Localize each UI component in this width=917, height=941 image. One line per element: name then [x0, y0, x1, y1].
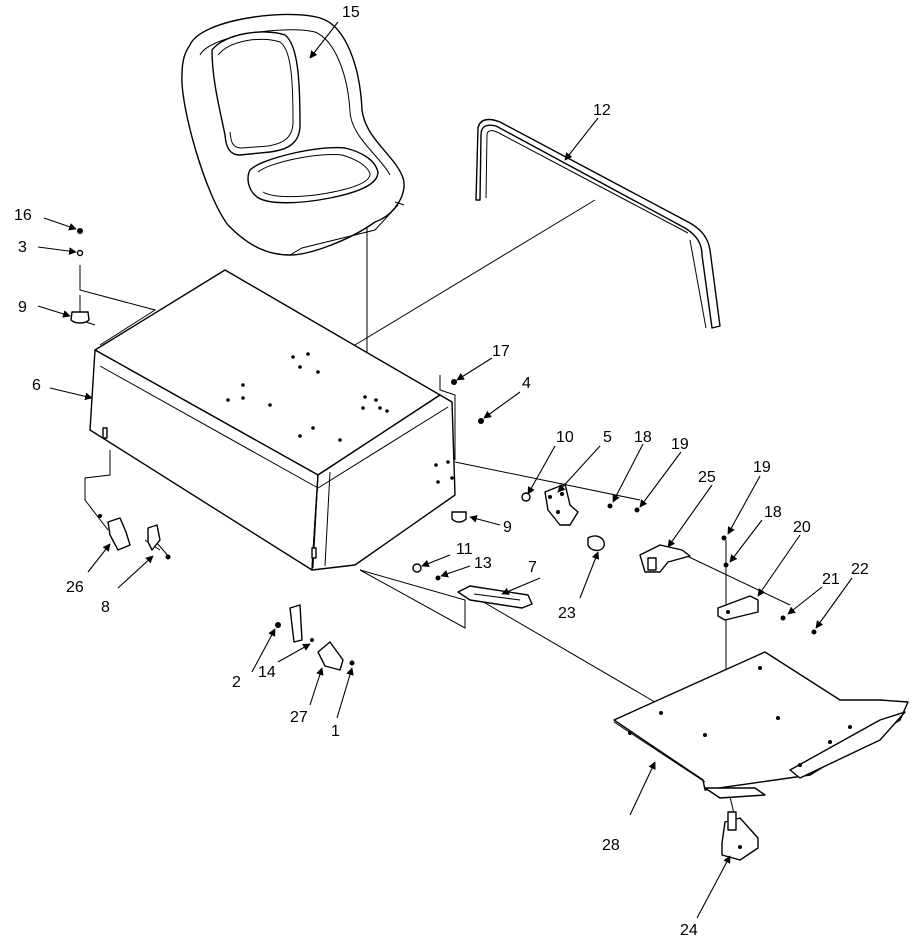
callout-21: 21	[822, 571, 840, 588]
latch-26	[98, 514, 171, 560]
callout-13: 13	[474, 555, 492, 572]
callout-25: 25	[698, 469, 716, 486]
hinge-5	[521, 483, 640, 552]
callout-28: 28	[602, 837, 620, 854]
callout-7: 7	[528, 559, 537, 576]
callout-4: 4	[522, 375, 531, 392]
callout-19: 19	[671, 436, 689, 453]
callout-labels: 15 12 16 3 9 6 17 4 10 5 18 19 25 19 18 …	[14, 4, 869, 939]
callout-14: 14	[258, 664, 276, 681]
callout-24: 24	[680, 922, 698, 939]
callout-1: 1	[331, 723, 340, 740]
callout-27: 27	[290, 709, 308, 726]
latch-25	[639, 535, 817, 635]
callout-9b: 9	[503, 519, 512, 536]
callout-8: 8	[101, 599, 110, 616]
seat-box	[89, 269, 456, 571]
cover-rail	[475, 118, 721, 329]
callout-19b: 19	[753, 459, 771, 476]
leader-lines	[37, 21, 853, 919]
callout-3: 3	[18, 239, 27, 256]
callout-18: 18	[634, 429, 652, 446]
callout-22: 22	[851, 561, 869, 578]
callout-10: 10	[556, 429, 574, 446]
callout-23: 23	[558, 605, 576, 622]
callout-12: 12	[593, 102, 611, 119]
callout-5: 5	[603, 429, 612, 446]
callout-18b: 18	[764, 504, 782, 521]
callout-11: 11	[456, 541, 473, 558]
callout-9: 9	[18, 299, 27, 316]
callout-2: 2	[232, 674, 241, 691]
latch-27	[275, 604, 355, 671]
floor-plate	[613, 651, 909, 799]
callout-17: 17	[492, 343, 510, 360]
callout-20: 20	[793, 519, 811, 536]
callout-26: 26	[66, 579, 84, 596]
callout-6: 6	[32, 377, 41, 394]
seat	[181, 13, 405, 256]
callout-15: 15	[342, 4, 360, 21]
callout-16: 16	[14, 207, 32, 224]
support-arm-7	[412, 563, 533, 609]
hardware	[70, 228, 484, 523]
bracket-24	[721, 811, 759, 861]
